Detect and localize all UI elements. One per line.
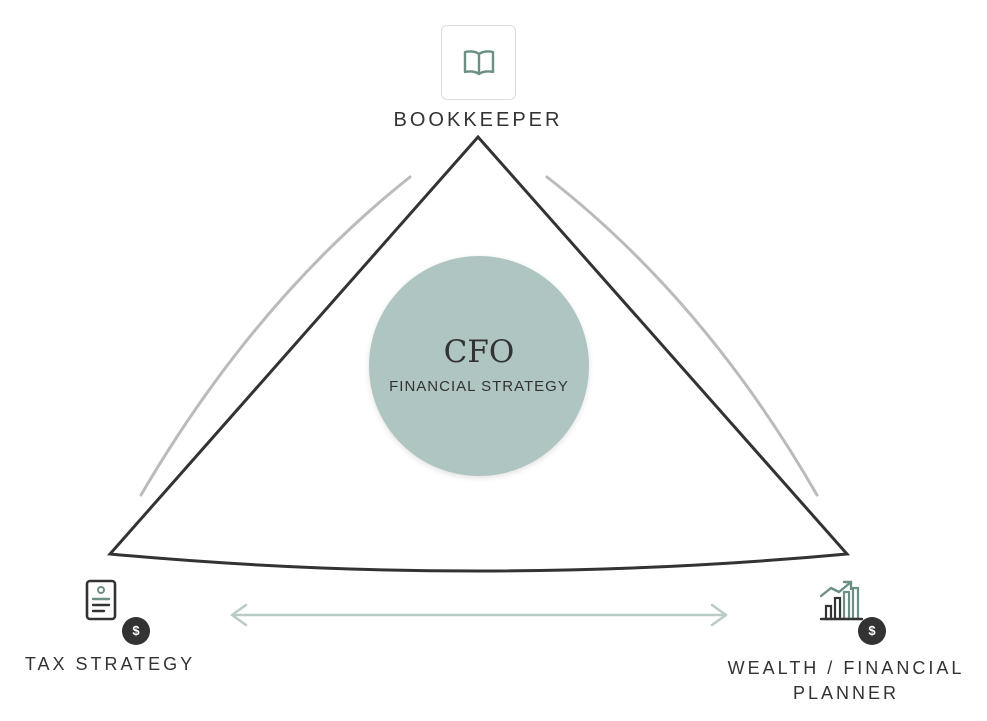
bookkeeper-icon-box: [441, 25, 516, 100]
tax-strategy-label: TAX STRATEGY: [24, 654, 196, 674]
cfo-subtitle: FINANCIAL STRATEGY: [389, 378, 569, 395]
tax-document-icon: [85, 579, 117, 621]
bookkeeper-label: BOOKKEEPER: [393, 109, 563, 131]
tax-dollar-badge: $: [122, 617, 150, 645]
cfo-circle: CFO FINANCIAL STRATEGY: [369, 256, 589, 476]
double-arrow: [230, 603, 728, 627]
book-icon: [463, 50, 495, 76]
growth-chart-icon: [819, 580, 864, 621]
wealth-dollar-badge: $: [858, 617, 886, 645]
right-arc: [545, 175, 819, 497]
triangle: [106, 134, 851, 573]
cfo-title: CFO: [443, 334, 515, 370]
left-arc: [139, 175, 412, 497]
wealth-planner-label: WEALTH / FINANCIAL PLANNER: [727, 658, 965, 703]
